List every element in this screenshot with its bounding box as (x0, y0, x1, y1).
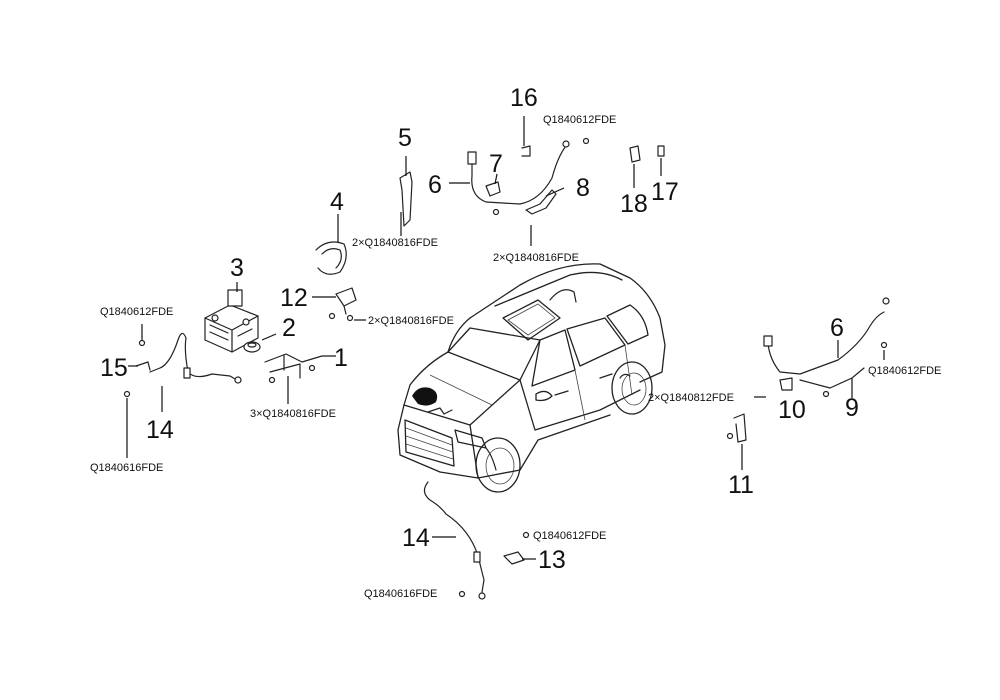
part-7-clip (485, 181, 501, 197)
part-5-bracket (399, 171, 413, 227)
fastener-part-10: 2×Q1840812FDE (648, 392, 734, 404)
part-6-upper-harness (467, 140, 570, 216)
part-14-lower-harness (423, 481, 486, 600)
callout-17: 17 (651, 178, 679, 206)
fastener-left-top: Q1840612FDE (100, 306, 173, 318)
fastener-part-13: Q1840612FDE (533, 530, 606, 542)
callout-4: 4 (330, 188, 344, 216)
fastener-part-8: 2×Q1840816FDE (493, 252, 579, 264)
fastener-bottom: Q1840616FDE (364, 588, 437, 600)
callout-1: 1 (334, 344, 348, 372)
fastener-part-16: Q1840612FDE (543, 114, 616, 126)
part-4-sensor-ring (315, 241, 347, 275)
callout-9: 9 (845, 394, 859, 422)
fastener-part-12: 2×Q1840816FDE (368, 315, 454, 327)
callout-14-left: 14 (146, 416, 174, 444)
part-14-left-harness (149, 332, 242, 384)
part-12-connector (328, 287, 357, 322)
part-11-bracket (726, 413, 747, 443)
callout-5: 5 (398, 124, 412, 152)
callout-18: 18 (620, 190, 648, 218)
part-16-clip (521, 145, 531, 157)
callout-13: 13 (538, 546, 566, 574)
part-1-bracket (264, 353, 323, 384)
part-18-clip (629, 145, 641, 163)
fastener-bracket-1: 3×Q1840816FDE (250, 408, 336, 420)
callout-12: 12 (280, 284, 308, 312)
callout-8: 8 (576, 174, 590, 202)
callout-11: 11 (728, 471, 754, 499)
callout-6-top: 6 (428, 171, 442, 199)
callout-15: 15 (100, 354, 128, 382)
callout-2: 2 (282, 314, 296, 342)
fastener-right-top: Q1840612FDE (868, 365, 941, 377)
part-6-right-harness (763, 297, 890, 375)
part-17-clip (657, 145, 665, 157)
part-10-clip (779, 377, 830, 398)
callout-10: 10 (778, 396, 806, 424)
callout-16: 16 (510, 84, 538, 112)
vehicle-outline (397, 263, 666, 493)
callout-3: 3 (230, 254, 244, 282)
part-13-bracket (503, 551, 525, 565)
part-2-sensor (243, 341, 261, 353)
part-3-abs-pump (204, 289, 259, 353)
callout-7: 7 (489, 150, 503, 178)
fastener-part-4: 2×Q1840816FDE (352, 237, 438, 249)
callout-6-right: 6 (830, 314, 844, 342)
part-9-right-harness (799, 367, 865, 389)
part-8-bracket (525, 189, 557, 215)
part-15-clip (135, 361, 151, 371)
callout-14-bottom: 14 (402, 524, 430, 552)
fastener-left-bottom: Q1840616FDE (90, 462, 163, 474)
